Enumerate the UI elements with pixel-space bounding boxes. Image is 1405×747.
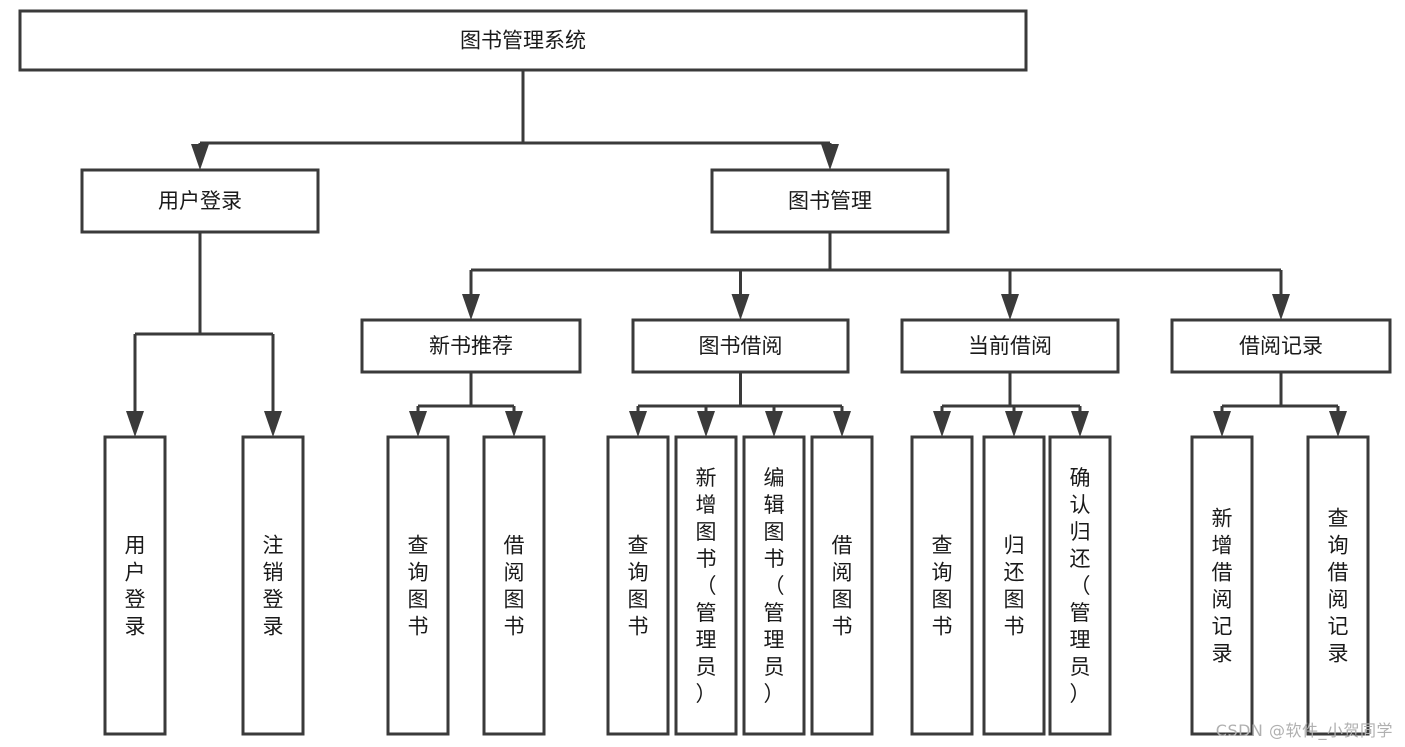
node-borrow-record[interactable]: 借阅记录	[1170, 318, 1392, 374]
node-box	[900, 318, 1120, 374]
node-label: 新增借阅记录	[1212, 507, 1233, 666]
node-box	[1048, 435, 1112, 736]
node-box	[482, 435, 546, 736]
node-book-manage[interactable]: 图书管理	[710, 168, 950, 234]
node-box	[606, 435, 670, 736]
node-box	[386, 435, 450, 736]
node-label: 用户登录	[125, 534, 146, 639]
node-leaf-user-login[interactable]: 用户登录	[103, 435, 167, 736]
node-box	[674, 435, 738, 736]
arrow-into-leaf-add-book	[697, 411, 715, 437]
node-label: 图书管理	[788, 189, 872, 213]
arrow-into-leaf-query-record	[1329, 411, 1347, 437]
node-box	[1190, 435, 1254, 736]
node-box	[1170, 318, 1392, 374]
node-new-book-rec[interactable]: 新书推荐	[360, 318, 582, 374]
node-label: 新书推荐	[429, 334, 513, 358]
connector-layer	[126, 70, 1347, 437]
node-label: 当前借阅	[968, 334, 1052, 358]
node-current-borrow[interactable]: 当前借阅	[900, 318, 1120, 374]
node-box	[103, 435, 167, 736]
node-leaf-query-book-2[interactable]: 查询图书	[606, 435, 670, 736]
arrow-into-new-book-rec	[462, 294, 480, 320]
node-label: 图书借阅	[699, 334, 783, 358]
node-label: 用户登录	[158, 189, 242, 213]
arrow-into-leaf-confirm-return	[1071, 411, 1089, 437]
node-root[interactable]: 图书管理系统	[18, 9, 1028, 72]
node-user-login[interactable]: 用户登录	[80, 168, 320, 234]
arrow-into-leaf-query-book-3	[933, 411, 951, 437]
node-leaf-borrow-book-1[interactable]: 借阅图书	[482, 435, 546, 736]
node-leaf-query-book-1[interactable]: 查询图书	[386, 435, 450, 736]
arrow-into-leaf-borrow-book-1	[505, 411, 523, 437]
node-layer: 图书管理系统用户登录图书管理新书推荐图书借阅当前借阅借阅记录用户登录注销登录查询…	[18, 9, 1392, 736]
node-leaf-confirm-return[interactable]: 确认归还（管理员）	[1048, 435, 1112, 736]
node-label: 图书管理系统	[460, 29, 586, 53]
node-leaf-add-record[interactable]: 新增借阅记录	[1190, 435, 1254, 736]
node-box	[18, 9, 1028, 72]
arrow-into-leaf-borrow-book-2	[833, 411, 851, 437]
arrow-into-current-borrow	[1001, 294, 1019, 320]
node-label: 注销登录	[263, 534, 284, 639]
node-label: 借阅记录	[1239, 334, 1323, 358]
node-label: 借阅图书	[504, 534, 525, 639]
node-label: 确认归还（管理员）	[1070, 466, 1091, 706]
node-label: 归还图书	[1004, 534, 1025, 639]
arrow-into-user-login	[191, 144, 209, 170]
node-box	[80, 168, 320, 234]
node-box	[1306, 435, 1370, 736]
node-label: 查询图书	[408, 534, 429, 639]
arrow-into-book-manage	[821, 144, 839, 170]
node-box	[910, 435, 974, 736]
arrow-into-leaf-add-record	[1213, 411, 1231, 437]
node-box	[710, 168, 950, 234]
node-box	[241, 435, 305, 736]
node-box	[742, 435, 806, 736]
arrow-into-leaf-user-login	[126, 411, 144, 437]
arrow-into-leaf-user-logout	[264, 411, 282, 437]
node-box	[360, 318, 582, 374]
node-label: 查询借阅记录	[1328, 507, 1349, 666]
node-label: 新增图书（管理员）	[696, 466, 717, 706]
node-leaf-query-book-3[interactable]: 查询图书	[910, 435, 974, 736]
node-label: 借阅图书	[832, 534, 853, 639]
node-book-borrow[interactable]: 图书借阅	[631, 318, 850, 374]
arrow-into-leaf-query-book-1	[409, 411, 427, 437]
node-box	[631, 318, 850, 374]
node-leaf-query-record[interactable]: 查询借阅记录	[1306, 435, 1370, 736]
arrow-into-leaf-query-book-2	[629, 411, 647, 437]
node-box	[982, 435, 1046, 736]
arrow-into-leaf-return-book	[1005, 411, 1023, 437]
node-label: 查询图书	[932, 534, 953, 639]
node-box	[810, 435, 874, 736]
node-leaf-return-book[interactable]: 归还图书	[982, 435, 1046, 736]
watermark-label: CSDN @软件_小贺同学	[1215, 721, 1393, 740]
node-leaf-add-book[interactable]: 新增图书（管理员）	[674, 435, 738, 736]
node-label: 编辑图书（管理员）	[764, 466, 785, 706]
node-leaf-user-logout[interactable]: 注销登录	[241, 435, 305, 736]
arrow-into-borrow-record	[1272, 294, 1290, 320]
arrow-into-book-borrow	[731, 294, 750, 320]
node-leaf-edit-book[interactable]: 编辑图书（管理员）	[742, 435, 806, 736]
node-label: 查询图书	[628, 534, 649, 639]
arrow-into-leaf-edit-book	[765, 411, 783, 437]
node-leaf-borrow-book-2[interactable]: 借阅图书	[810, 435, 874, 736]
